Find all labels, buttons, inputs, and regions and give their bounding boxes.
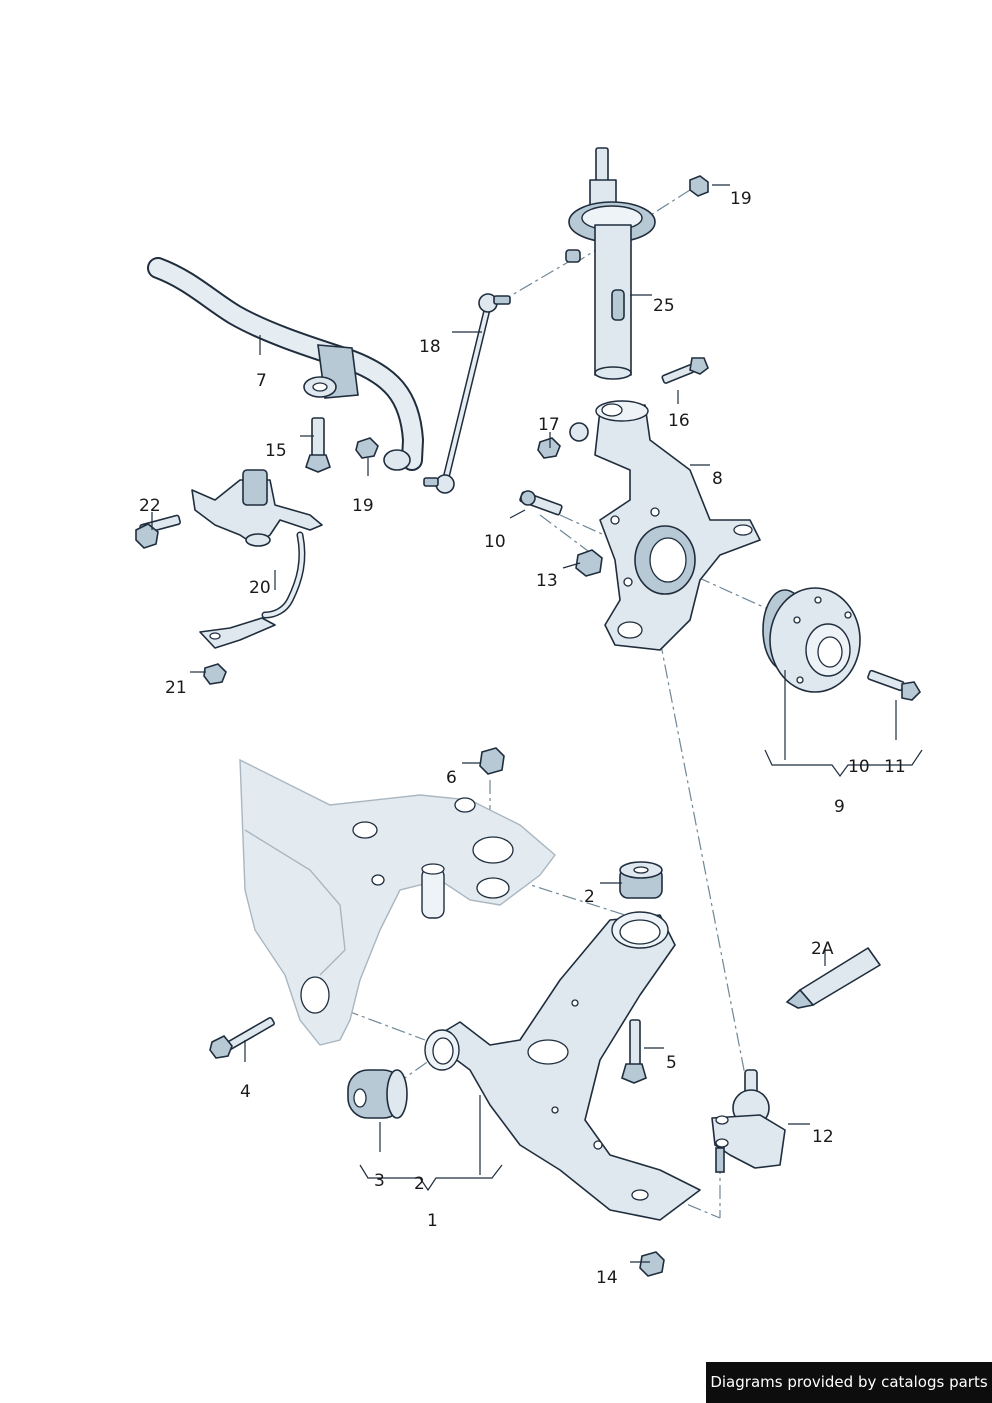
label-25: 25 — [653, 296, 675, 316]
grease-tube — [785, 947, 881, 1009]
level-sensor — [191, 469, 323, 649]
subframe — [239, 758, 556, 1046]
label-12: 12 — [812, 1127, 834, 1147]
label-6: 6 — [446, 768, 457, 788]
credit-badge: Diagrams provided by catalogs parts — [706, 1362, 992, 1403]
label-16: 16 — [668, 411, 690, 431]
label-13: 13 — [536, 571, 558, 591]
shock-absorber — [565, 147, 656, 380]
label-9: 9 — [834, 797, 845, 817]
coupling-rod — [423, 293, 511, 494]
label-19-middle: 19 — [352, 496, 374, 516]
label-15: 15 — [265, 441, 287, 461]
control-arm — [424, 911, 701, 1221]
label-2-bottom: 2 — [414, 1174, 425, 1194]
label-11: 11 — [884, 757, 906, 777]
label-14: 14 — [596, 1268, 618, 1288]
label-2-top: 2 — [584, 887, 595, 907]
label-2A: 2A — [811, 939, 834, 959]
label-10-knuckle: 10 — [484, 532, 506, 552]
leader-lines — [151, 184, 923, 1263]
label-18: 18 — [419, 337, 441, 357]
label-1: 1 — [427, 1211, 438, 1231]
ball-joint — [711, 1069, 786, 1173]
label-21: 21 — [165, 678, 187, 698]
bushings — [347, 861, 663, 1119]
fasteners — [135, 175, 922, 1277]
wheel-hub — [762, 587, 861, 693]
label-19-top: 19 — [730, 189, 752, 209]
label-8: 8 — [712, 469, 723, 489]
wheel-knuckle — [569, 400, 761, 651]
label-5: 5 — [666, 1053, 677, 1073]
label-3: 3 — [374, 1171, 385, 1191]
label-10-hub: 10 — [848, 757, 870, 777]
part-labels: 19 25 18 7 16 17 15 8 19 22 10 13 20 21 … — [139, 189, 906, 1288]
label-17: 17 — [538, 415, 560, 435]
label-4: 4 — [240, 1082, 251, 1102]
label-22: 22 — [139, 496, 161, 516]
label-7: 7 — [256, 371, 267, 391]
label-20: 20 — [249, 578, 271, 598]
stabilizer-bar — [147, 257, 425, 471]
